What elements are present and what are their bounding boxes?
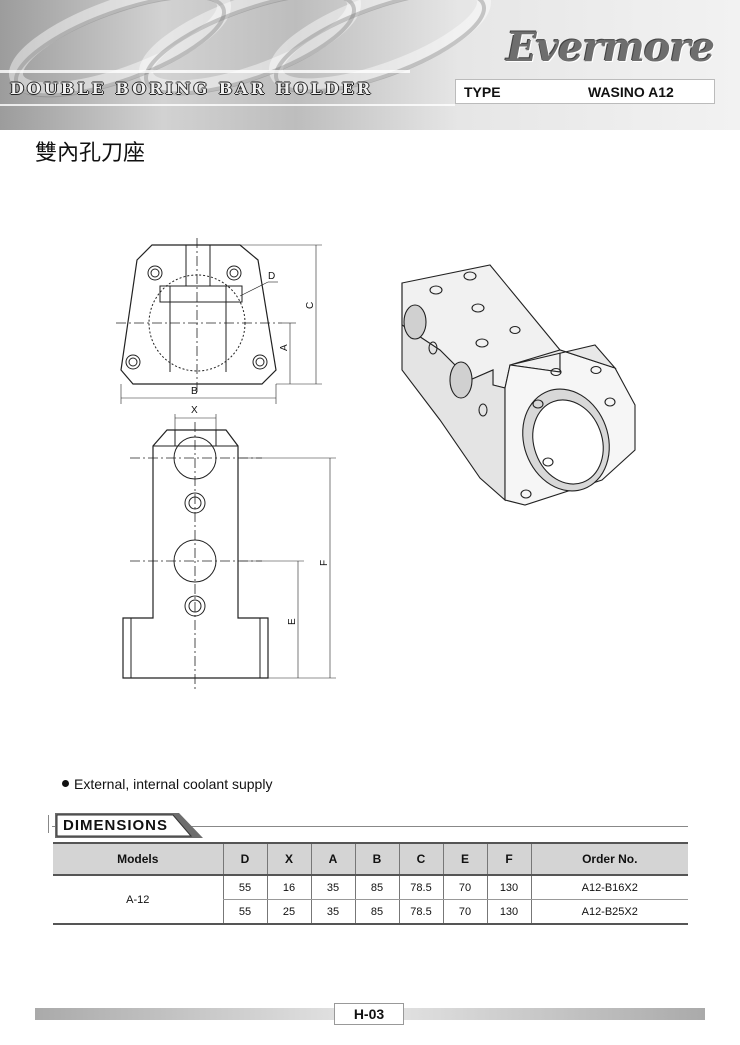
chinese-title: 雙內孔刀座 <box>35 141 146 166</box>
front-view <box>116 238 322 404</box>
table-cell: 78.5 <box>398 899 443 925</box>
table-cell: 130 <box>486 899 531 925</box>
dimensions-tick <box>48 815 49 833</box>
table-cell: 16 <box>266 875 311 900</box>
col-header: B <box>354 842 399 876</box>
dimensions-heading-tab: DIMENSIONS <box>55 813 203 838</box>
label-b: B <box>191 386 198 397</box>
col-header: F <box>486 842 531 876</box>
col-header: E <box>442 842 487 876</box>
dimensions-table: Models D X A B C E F Order No. A-12 55 1… <box>53 842 688 925</box>
type-label: TYPE <box>464 84 501 100</box>
table-header-row: Models D X A B C E F Order No. <box>53 842 688 876</box>
order-number-cell: A12-B25X2 <box>530 899 688 925</box>
table-cell: 70 <box>442 899 487 925</box>
table-cell: 70 <box>442 875 487 900</box>
table-cell: 78.5 <box>398 875 443 900</box>
table-cell: 55 <box>222 875 267 900</box>
feature-text: External, internal coolant supply <box>74 776 273 792</box>
col-header: Order No. <box>530 842 688 876</box>
isometric-view <box>401 264 636 506</box>
col-header: C <box>398 842 443 876</box>
col-header: D <box>222 842 267 876</box>
brand-logo: Evermore <box>506 24 715 71</box>
model-cell: A-12 <box>53 875 223 925</box>
col-header: X <box>266 842 311 876</box>
label-c: C <box>305 302 316 309</box>
table-cell: 55 <box>222 899 267 925</box>
technical-drawing: D C A B X F E <box>116 238 636 690</box>
table-cell: 25 <box>266 899 311 925</box>
table-cell: 85 <box>354 899 399 925</box>
col-header: A <box>310 842 355 876</box>
col-header: Models <box>53 842 223 876</box>
table-cell: 130 <box>486 875 531 900</box>
label-a: A <box>279 344 290 351</box>
bullet-dot-icon <box>62 779 69 787</box>
type-box: TYPE WASINO A12 <box>455 79 715 104</box>
order-number-cell: A12-B16X2 <box>530 875 688 900</box>
table-row: 55 25 35 85 78.5 70 130 A12-B25X2 <box>53 899 688 925</box>
page-number: H-03 <box>334 1003 404 1025</box>
label-f: F <box>319 560 330 566</box>
table-cell: 35 <box>310 875 355 900</box>
side-view <box>122 414 336 690</box>
type-value: WASINO A12 <box>588 84 674 100</box>
table-cell: 85 <box>354 875 399 900</box>
dimensions-heading: DIMENSIONS <box>63 817 169 834</box>
feature-bullet: External, internal coolant supply <box>62 776 272 792</box>
label-e: E <box>287 618 298 625</box>
label-x: X <box>191 405 198 416</box>
page-title: DOUBLE BORING BAR HOLDER <box>10 79 374 98</box>
banner-spring-graphic <box>0 0 492 106</box>
table-row: A-12 55 16 35 85 78.5 70 130 A12-B16X2 <box>53 875 688 925</box>
table-cell: 35 <box>310 899 355 925</box>
header-banner: Evermore DOUBLE BORING BAR HOLDER TYPE W… <box>0 0 740 130</box>
label-d: D <box>268 271 275 282</box>
dimensions-rule <box>52 826 688 827</box>
heading-tab-shape <box>55 813 203 838</box>
